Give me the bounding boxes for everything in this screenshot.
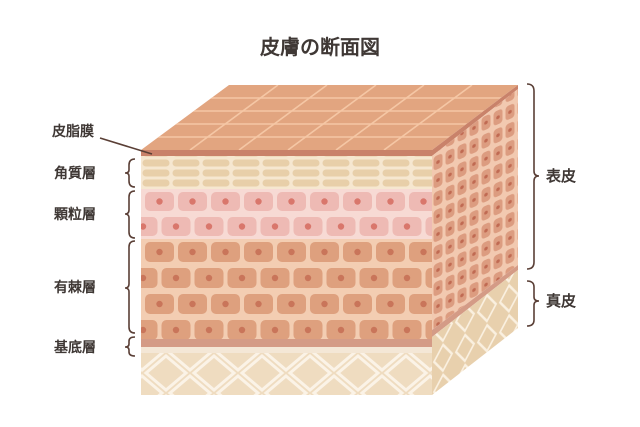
group-label-epidermis-text: 表皮 [546, 167, 576, 185]
layer-label-spinous: 有棘層 [54, 240, 136, 334]
horny-bracket [124, 158, 136, 188]
spinous-bracket [124, 240, 136, 334]
granular-bracket [124, 190, 136, 239]
front-face [141, 156, 432, 395]
dermis-bracket [526, 280, 540, 327]
basal-bracket [124, 336, 136, 357]
diagram-title: 皮膚の断面図 [260, 35, 380, 59]
layer-label-basal-text: 基底層 [54, 339, 96, 356]
group-label-epidermis: 表皮 [526, 83, 576, 270]
layer-label-basal: 基底層 [54, 336, 136, 357]
top-face [141, 85, 518, 156]
layer-label-horny-text: 角質層 [54, 165, 96, 182]
group-label-dermis: 真皮 [526, 280, 576, 327]
group-label-dermis-text: 真皮 [546, 292, 576, 310]
layer-label-sebum-text: 皮脂膜 [51, 123, 94, 140]
layer-label-horny: 角質層 [54, 158, 136, 188]
sebum-leader-line [99, 137, 153, 155]
layer-label-granular-text: 顆粒層 [54, 206, 96, 223]
layer-label-spinous-text: 有棘層 [54, 279, 96, 296]
epidermis-bracket [526, 83, 540, 270]
side-face [432, 89, 518, 395]
layer-label-granular: 顆粒層 [54, 190, 136, 239]
layer-label-sebum: 皮脂膜 [51, 123, 153, 155]
